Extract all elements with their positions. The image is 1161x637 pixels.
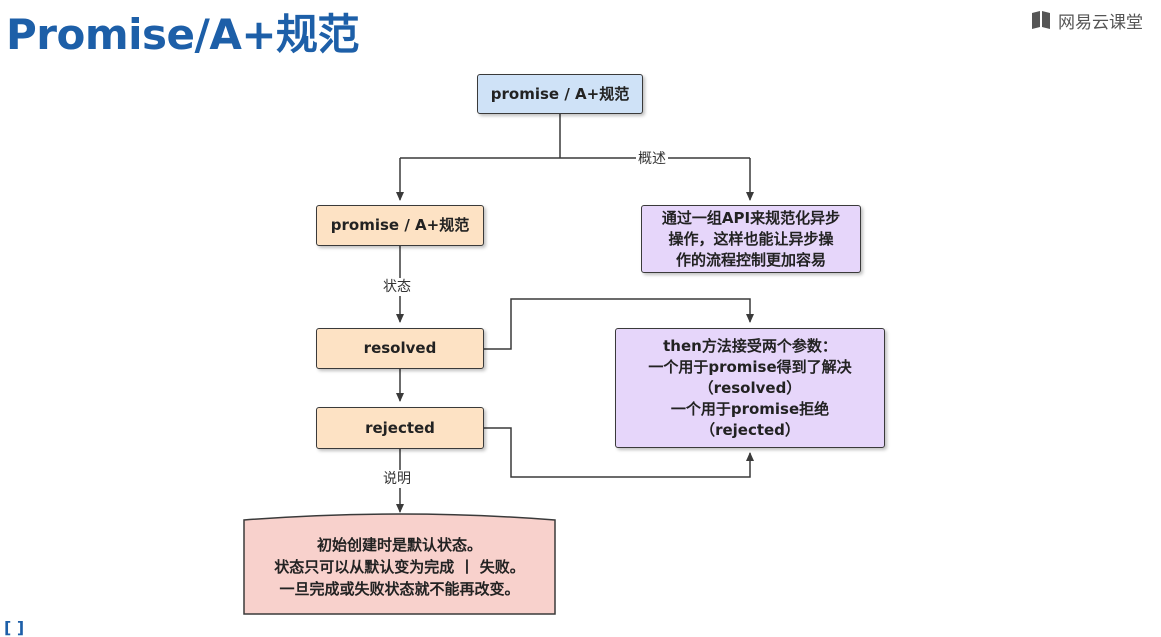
brand-name: 网易云课堂 — [1058, 12, 1143, 33]
book-icon — [1032, 11, 1050, 29]
footer-partial-text: [ ] — [4, 618, 25, 637]
left-node-label: promise / A+规范 — [330, 216, 470, 234]
root-node: promise / A+规范 — [477, 74, 643, 114]
state-note-text: 初始创建时是默认状态。 状态只可以从默认变为完成 丨 失败。 一旦完成或失败状态… — [274, 536, 525, 598]
brand-logo: 网易云课堂 — [1030, 8, 1143, 33]
state-note-shape — [243, 513, 556, 615]
edge-rejected-to-then — [484, 427, 754, 478]
then-note-text: then方法接受两个参数： 一个用于promise得到了解决 （resolved… — [648, 336, 852, 439]
overview-note-text: 通过一组API来规范化异步 操作，这样也能让异步操 作的流程控制更加容易 — [661, 208, 841, 269]
root-node-label: promise / A+规范 — [490, 84, 630, 103]
rejected-node: rejected — [316, 407, 484, 449]
left-node: promise / A+规范 — [316, 205, 484, 246]
edge-label-state: 状态 — [381, 278, 413, 296]
state-note: 初始创建时是默认状态。 状态只可以从默认变为完成 丨 失败。 一旦完成或失败状态… — [244, 522, 555, 612]
edge-root-split — [400, 113, 750, 159]
resolved-node: resolved — [316, 328, 484, 369]
overview-note: 通过一组API来规范化异步 操作，这样也能让异步操 作的流程控制更加容易 — [641, 205, 861, 273]
edge-label-explain: 说明 — [381, 470, 413, 488]
edge-label-overview: 概述 — [636, 150, 668, 168]
page-title: Promise/A+规范 — [6, 10, 360, 59]
resolved-label: resolved — [363, 339, 437, 357]
then-note: then方法接受两个参数： 一个用于promise得到了解决 （resolved… — [615, 328, 885, 448]
rejected-label: rejected — [365, 418, 435, 437]
edge-resolved-to-then — [484, 298, 754, 350]
